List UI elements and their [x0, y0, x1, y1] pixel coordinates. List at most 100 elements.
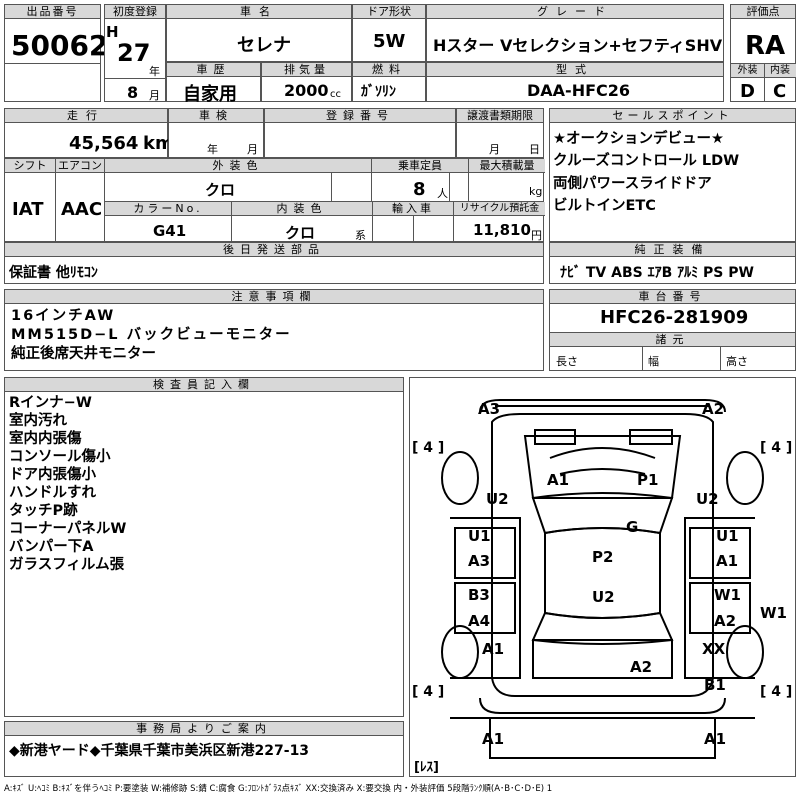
mileage-header: 走行 [5, 109, 167, 123]
load-unit: kg [529, 185, 543, 198]
car-outline [441, 399, 764, 759]
inspection-header: 車検 [169, 109, 263, 123]
model-code-header: 型式 [427, 63, 723, 77]
note-2: MM515D−L バックビューモニター [11, 327, 292, 343]
inspector-note-5: ドア内張傷小 [9, 467, 96, 483]
notes-cell: 注意事項欄 16インチAW MM515D−L バックビューモニター 純正後席天井… [4, 289, 544, 371]
lot-number-cell: 出品番号 50062 [4, 4, 108, 102]
later-parts-header: 後日発送部品 [5, 243, 543, 257]
inspector-note-9: バンパー下A [9, 539, 94, 555]
capacity-header: 乗車定員 [372, 159, 468, 173]
mark-hood-right: P1 [637, 471, 659, 489]
sales-point-3: 両側パワースライドドア [553, 176, 712, 192]
mark-rear-right: B1 [704, 676, 726, 694]
history: 自家用 [183, 84, 237, 105]
height-label: 高さ [726, 355, 748, 368]
inspector-note-3: 室内内張傷 [9, 431, 82, 447]
era: H [106, 23, 119, 41]
notes-header: 注意事項欄 [5, 290, 543, 304]
mileage-cell: 走行 45,564 km [4, 108, 174, 158]
grade: Hスター Vセレクション+セフティSHV [433, 36, 723, 55]
tire-rl: [ 4 ] [412, 684, 445, 700]
mark-hood-left: A1 [547, 471, 570, 489]
inspector-note-6: ハンドルすれ [9, 485, 96, 501]
mark-quarter-left: A1 [482, 640, 505, 658]
chassis-number: HFC26-281909 [600, 307, 749, 328]
mark-fdoor-r-2: A1 [716, 552, 739, 570]
mark-front-right: A2 [702, 400, 725, 418]
displacement-cell: 排気量 2000 cc [261, 62, 352, 102]
inspector-note-8: コーナーパネルW [9, 521, 127, 537]
tire-fl: [ 4 ] [412, 440, 445, 456]
max-load-header: 最大積載量 [469, 159, 545, 173]
mark-fdoor-r-1: U1 [716, 527, 739, 545]
int-color-unit: 系 [355, 229, 366, 242]
lot-number-header: 出品番号 [5, 5, 100, 19]
history-header: 車歴 [167, 63, 260, 77]
displacement-unit: cc [330, 89, 341, 100]
exterior-grade: D [740, 81, 755, 102]
score-header: 評価点 [731, 5, 795, 19]
inspector-note-4: コンソール傷小 [9, 449, 111, 465]
model-code-cell: 型式 DAA-HFC26 [426, 62, 724, 102]
mileage: 45,564 [69, 133, 139, 154]
lot-number: 50062 [11, 29, 109, 62]
fuel-header: 燃料 [353, 63, 425, 77]
first-registration-header: 初度登録 [105, 5, 165, 19]
legend: A:ｷｽﾞ U:ﾍｺﾐ B:ｷｽﾞを伴うﾍｺﾐ P:要塗装 W:補修跡 S:錆 … [4, 784, 553, 794]
transfer-day-unit: 日 [529, 143, 540, 156]
spare-tire: [ﾚｽ] [414, 760, 439, 775]
door-cell: ドア形状 5W [352, 4, 426, 62]
inspector-notes-cell: 検査員記入欄 Rインナ−W 室内汚れ 室内内張傷 コンソール傷小 ドア内張傷小 … [4, 377, 404, 717]
genuine-equipment-header: 純正装備 [550, 243, 795, 257]
tire-rr: [ 4 ] [760, 684, 793, 700]
inspector-note-2: 室内汚れ [9, 413, 67, 429]
auction-score: RA [745, 31, 786, 61]
inspector-note-1: Rインナ−W [9, 395, 92, 411]
mark-tailgate: A2 [630, 658, 653, 676]
genuine-equipment-cell: 純正装備 ﾅﾋﾞ TV ABS ｴｱB ｱﾙﾐ PS PW [549, 242, 796, 284]
sales-point-2: クルーズコントロール LDW [553, 153, 740, 169]
mark-rdoor-l-1: B3 [468, 586, 490, 604]
displacement-header: 排気量 [262, 63, 351, 77]
damage-diagram: A3 A2 [ 4 ] [ 4 ] A1 P1 U2 U2 G U1 A3 U1… [409, 377, 796, 777]
mileage-unit: km [143, 133, 174, 154]
fuel: ｶﾞｿﾘﾝ [361, 84, 396, 100]
model-name-header: 車名 [167, 5, 351, 19]
door-header: ドア形状 [353, 5, 425, 19]
mark-fender-right: U2 [696, 490, 719, 508]
recycle-deposit: 11,810 [473, 221, 531, 239]
mark-bumper-right: A1 [704, 730, 727, 748]
mark-inner-right: W1 [760, 604, 787, 622]
score-cell: 評価点 RA 外装 内装 D C [730, 4, 796, 102]
model-name: セレナ [237, 35, 291, 56]
mark-windshield: G [626, 518, 639, 536]
length-label: 長さ [556, 355, 578, 368]
inspector-notes-header: 検査員記入欄 [5, 378, 403, 392]
inspector-note-10: ガラスフィルム張 [9, 557, 125, 573]
shift-block: シフト エアコン IAT AAC 外装色 乗車定員 最大積載量 クロ 8 人 k… [4, 158, 545, 242]
sales-point-4: ビルトインETC [553, 198, 656, 214]
office-info-header: 事務局よりご案内 [5, 722, 403, 736]
door-type: 5W [373, 31, 406, 52]
exterior-header: 外装 [731, 64, 764, 78]
first-registration-cell: 初度登録 H 27 年 8 月 [104, 4, 166, 102]
later-parts: 保証書 他ﾘﾓｺﾝ [9, 265, 98, 281]
inspection-cell: 車検 年 月 [168, 108, 264, 158]
registration-number-header: 登録番号 [265, 109, 455, 123]
sales-point-1: ★オークションデビュー★ [553, 131, 724, 147]
reg-month-unit: 月 [149, 89, 160, 102]
chassis-cell: 車台番号 HFC26-281909 諸元 長さ 幅 高さ [549, 289, 796, 371]
mark-rdoor-l-2: A4 [468, 612, 491, 630]
aircon: AAC [61, 199, 103, 220]
transfer-deadline-cell: 譲渡書類期限 月 日 [456, 108, 544, 158]
later-parts-cell: 後日発送部品 保証書 他ﾘﾓｺﾝ [4, 242, 544, 284]
color-no: G41 [153, 222, 187, 240]
mark-roof-2: U2 [592, 588, 615, 606]
capacity-unit: 人 [437, 187, 448, 200]
aircon-header: エアコン [56, 159, 104, 173]
note-1: 16インチAW [11, 308, 116, 324]
fuel-cell: 燃料 ｶﾞｿﾘﾝ [352, 62, 426, 102]
mark-roof-1: P2 [592, 548, 614, 566]
int-color-header: 内装色 [232, 202, 372, 216]
